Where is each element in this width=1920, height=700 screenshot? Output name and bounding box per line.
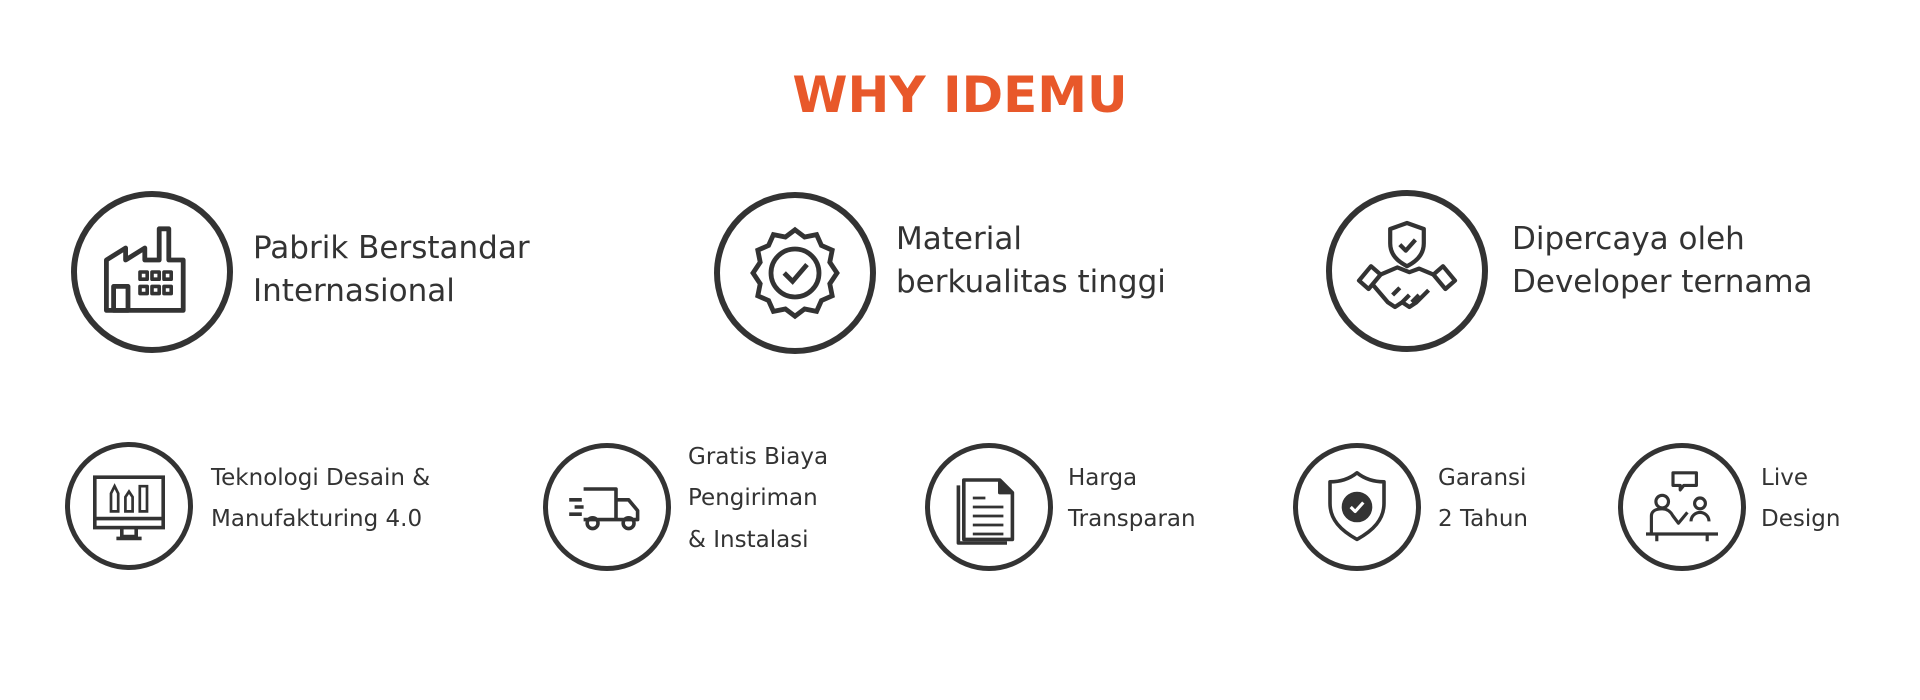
document-icon <box>925 443 1053 571</box>
feature-line: Material <box>896 221 1022 257</box>
feature-line: Garansi <box>1438 465 1527 491</box>
feature-text: Live Design <box>1761 458 1840 541</box>
factory-icon <box>71 191 233 353</box>
feature-line: Manufakturing 4.0 <box>211 506 423 533</box>
feature-line: Transparan <box>1068 506 1196 533</box>
live-consultation-icon <box>1618 443 1746 571</box>
feature-text: Dipercaya oleh Developer ternama <box>1512 218 1813 304</box>
feature-line: & Instalasi <box>688 526 809 553</box>
feature-line: Developer ternama <box>1512 263 1813 300</box>
feature-line: Live <box>1761 465 1808 491</box>
feature-line: Design <box>1761 506 1841 533</box>
feature-line: Harga <box>1068 465 1138 491</box>
feature-text: Garansi 2 Tahun <box>1438 458 1528 541</box>
feature-line: 2 Tahun <box>1438 506 1529 533</box>
feature-line: Pengiriman <box>688 485 818 512</box>
handshake-shield-icon <box>1326 190 1488 352</box>
feature-line: Teknologi Desain & <box>211 465 431 491</box>
feature-line: berkualitas tinggi <box>896 263 1166 300</box>
design-monitor-icon <box>65 442 193 570</box>
section-title: WHY IDEMU <box>792 66 1128 124</box>
feature-line: Pabrik Berstandar <box>253 230 530 266</box>
quality-badge-icon <box>714 192 876 354</box>
feature-text: Material berkualitas tinggi <box>896 218 1166 304</box>
feature-line: Internasional <box>253 272 455 309</box>
feature-text: Teknologi Desain & Manufakturing 4.0 <box>211 458 430 541</box>
feature-line: Gratis Biaya <box>688 444 829 470</box>
feature-line: Dipercaya oleh <box>1512 221 1745 257</box>
delivery-truck-icon <box>543 443 671 571</box>
feature-text: Harga Transparan <box>1068 458 1196 541</box>
feature-text: Gratis Biaya Pengiriman & Instalasi <box>688 437 828 561</box>
feature-text: Pabrik Berstandar Internasional <box>253 227 530 313</box>
shield-check-icon <box>1293 443 1421 571</box>
